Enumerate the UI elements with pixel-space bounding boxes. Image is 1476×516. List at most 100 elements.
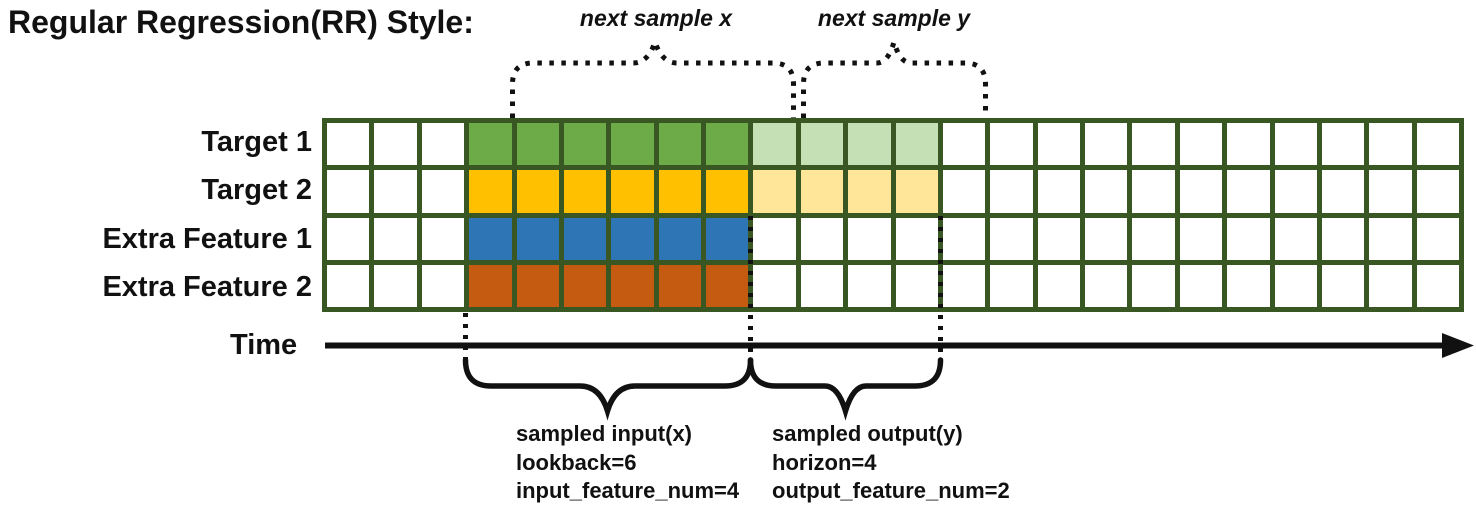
grid-cell (1132, 217, 1175, 260)
grid-cell (563, 217, 607, 260)
grid-cell (611, 170, 654, 213)
grid-cell (658, 170, 701, 213)
grid-cell (800, 123, 844, 166)
grid-cell (706, 264, 749, 307)
time-axis-label: Time (230, 329, 298, 361)
row-label-extra-feature-2: Extra Feature 2 (102, 271, 312, 303)
grid-cell (895, 217, 938, 260)
grid-cell (1085, 170, 1128, 213)
grid-cell (1227, 264, 1270, 307)
grid-cell (1179, 123, 1223, 166)
grid-cell (895, 123, 938, 166)
grid-cell (374, 217, 417, 260)
grid-cell (421, 217, 465, 260)
grid-cell (990, 170, 1033, 213)
grid-cell (1037, 123, 1080, 166)
grid-cell (469, 123, 512, 166)
next-sample-x-label: next sample x (579, 5, 733, 31)
grid-cell (942, 123, 986, 166)
grid-cell (327, 123, 370, 166)
grid-cell (753, 170, 796, 213)
grid-cell (563, 170, 607, 213)
sampled-input-title: sampled input(x) (516, 421, 693, 446)
grid-cell (421, 264, 465, 307)
sample-grid (322, 118, 1464, 312)
grid-cell (1132, 264, 1175, 307)
next-sample-y-brace (801, 32, 988, 118)
grid-cell (611, 123, 654, 166)
horizon-value: horizon=4 (772, 449, 877, 475)
grid-cell (1321, 217, 1365, 260)
grid-cell (469, 264, 512, 307)
grid-cell (848, 170, 891, 213)
grid-cell (1369, 123, 1412, 166)
grid-cell (516, 123, 559, 166)
grid-cell (1085, 123, 1128, 166)
grid-cell (327, 217, 370, 260)
grid-cell (374, 170, 417, 213)
grid-cell (327, 170, 370, 213)
grid-cell (1369, 170, 1412, 213)
grid-cell (1369, 264, 1412, 307)
grid-cell (658, 264, 701, 307)
grid-cell (516, 264, 559, 307)
grid-cell (1321, 264, 1365, 307)
grid-cell (1179, 264, 1223, 307)
grid-cell (327, 264, 370, 307)
grid-cell (706, 123, 749, 166)
grid-cell (1274, 264, 1317, 307)
next-sample-x-brace (510, 34, 796, 118)
grid-cell (895, 170, 938, 213)
grid-cell (706, 217, 749, 260)
grid-cell (848, 217, 891, 260)
grid-cell (1321, 170, 1365, 213)
grid-cell (1085, 264, 1128, 307)
grid-cell (753, 217, 796, 260)
grid-cell (516, 170, 559, 213)
grid-cell (1037, 264, 1080, 307)
grid-cell (800, 264, 844, 307)
grid-cell (658, 123, 701, 166)
grid-cell (942, 217, 986, 260)
sampled-output-annotation: sampled output(y) horizon=4 output_featu… (772, 420, 1010, 506)
sampled-output-title: sampled output(y) (772, 421, 963, 446)
grid-cell (1416, 123, 1459, 166)
grid-cell (516, 217, 559, 260)
output-feature-num-value: output_feature_num=2 (772, 478, 1010, 503)
grid-cell (1227, 217, 1270, 260)
grid-cell (421, 123, 465, 166)
grid-cell (800, 217, 844, 260)
grid-cell (563, 123, 607, 166)
grid-cell (848, 264, 891, 307)
grid-cell (1132, 170, 1175, 213)
next-sample-y-label: next sample y (817, 5, 971, 31)
grid-cell (374, 123, 417, 166)
grid-cell (611, 217, 654, 260)
figure-title: Regular Regression(RR) Style: (8, 4, 474, 40)
grid-cell (1416, 264, 1459, 307)
sampled-input-annotation: sampled input(x) lookback=6 input_featur… (516, 420, 739, 506)
grid-cell (563, 264, 607, 307)
grid-cell (990, 217, 1033, 260)
grid-cell (1416, 170, 1459, 213)
grid-cell (1321, 123, 1365, 166)
grid-cell (374, 264, 417, 307)
grid-cell (1369, 217, 1412, 260)
grid-cell (469, 217, 512, 260)
grid-cell (1274, 170, 1317, 213)
sampled-output-brace (747, 357, 944, 421)
grid-cell (800, 170, 844, 213)
input-feature-num-value: input_feature_num=4 (516, 478, 740, 503)
lookback-value: lookback=6 (516, 449, 637, 475)
row-label-target-1: Target 1 (201, 126, 312, 158)
grid-cell (1037, 217, 1080, 260)
grid-cell (421, 170, 465, 213)
row-label-target-2: Target 2 (201, 174, 312, 206)
grid-cell (1274, 217, 1317, 260)
grid-cell (1227, 123, 1270, 166)
grid-cell (753, 123, 796, 166)
grid-cell (1416, 217, 1459, 260)
sampled-input-brace (462, 357, 754, 421)
grid-cell (942, 170, 986, 213)
